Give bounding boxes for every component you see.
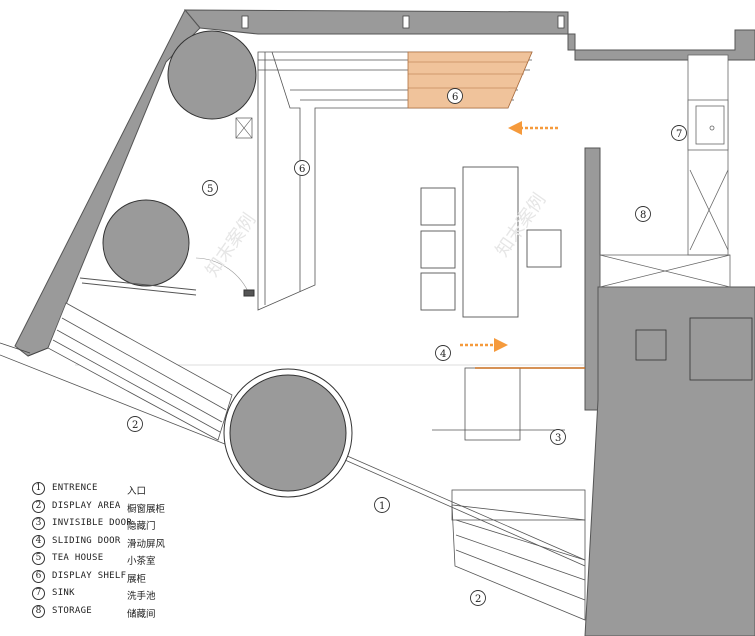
svg-text:5: 5: [207, 184, 213, 195]
chair: [526, 229, 562, 268]
svg-text:7: 7: [676, 129, 682, 140]
marker-1: 1: [374, 497, 390, 513]
svg-text:3: 3: [555, 433, 561, 444]
svg-text:6: 6: [452, 92, 458, 103]
watermark: 知末案例: [202, 210, 260, 281]
marker-8: 8: [635, 206, 651, 222]
svg-text:8: 8: [640, 210, 646, 221]
svg-text:1: 1: [379, 501, 385, 512]
chair: [420, 187, 456, 226]
display-shelf-highlight: [407, 51, 533, 109]
column-square-large: [689, 317, 753, 381]
round-table-left: [102, 199, 190, 287]
tea-house: [79, 30, 257, 297]
table: [462, 166, 519, 318]
arrow-right: [460, 338, 508, 352]
dining-set: [420, 166, 562, 318]
marker-4: 4: [435, 345, 451, 361]
column-square: [635, 329, 667, 361]
entrance-round: [229, 374, 347, 492]
arrow-left: [508, 121, 560, 135]
svg-text:2: 2: [475, 594, 481, 605]
chair: [420, 230, 456, 269]
sliding-door: [75, 364, 585, 441]
marker-2a: 2: [127, 416, 143, 432]
svg-text:6: 6: [299, 164, 305, 175]
marker-2b: 2: [470, 590, 486, 606]
marker-6b: 6: [447, 88, 463, 104]
window-display-right: [451, 489, 586, 621]
marker-7: 7: [671, 125, 687, 141]
marker-3: 3: [550, 429, 566, 445]
chair: [420, 272, 456, 311]
wall-top: [183, 9, 755, 61]
marker-6a: 6: [294, 160, 310, 176]
window-display-left: [47, 302, 233, 441]
svg-text:4: 4: [440, 349, 446, 360]
round-table-top: [167, 30, 257, 120]
cabinet-right: [599, 54, 731, 288]
svg-text:2: 2: [132, 420, 138, 431]
marker-5: 5: [202, 180, 218, 196]
